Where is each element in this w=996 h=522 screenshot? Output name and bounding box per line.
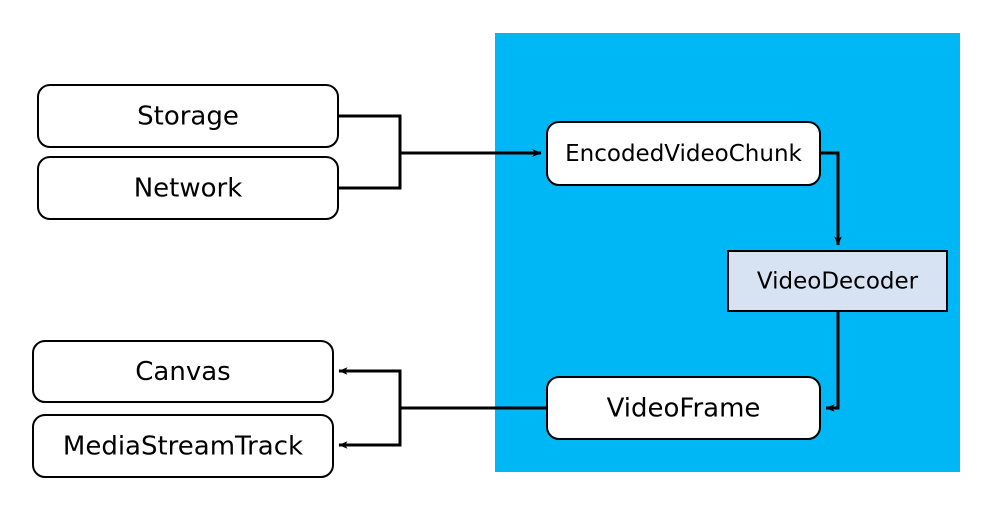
node-box-videodecoder: [727, 250, 948, 312]
node-network[interactable]: Network: [37, 156, 339, 220]
node-label-network: Network: [134, 174, 243, 204]
node-storage[interactable]: Storage: [37, 84, 339, 148]
node-videoframe[interactable]: VideoFrame: [546, 376, 821, 440]
node-box-encodedvideochunk: [546, 121, 821, 186]
edges-layer: [338, 114, 842, 449]
node-label-storage: Storage: [137, 102, 239, 132]
node-label-mediastreamtrack: MediaStreamTrack: [63, 432, 303, 462]
node-label-encodedvideochunk: EncodedVideoChunk: [565, 141, 802, 167]
edge-decoder-to-frame: [825, 311, 840, 412]
node-label-videoframe: VideoFrame: [607, 394, 761, 424]
node-encodedvideochunk[interactable]: EncodedVideoChunk: [546, 121, 821, 186]
node-box-storage: [37, 84, 339, 148]
node-canvas[interactable]: Canvas: [32, 340, 334, 403]
node-label-canvas: Canvas: [135, 357, 230, 387]
node-mediastreamtrack[interactable]: MediaStreamTrack: [32, 414, 334, 478]
edge-chunk-to-decoder: [820, 151, 842, 246]
edge-frame-to-mediastreamtrack: [338, 406, 547, 449]
node-box-canvas: [32, 340, 334, 403]
node-label-videodecoder: VideoDecoder: [757, 269, 919, 295]
edge-network-to-chunk: [338, 149, 542, 190]
node-box-network: [37, 156, 339, 220]
node-box-mediastreamtrack: [32, 414, 334, 478]
node-box-videoframe: [546, 376, 821, 440]
node-videodecoder[interactable]: VideoDecoder: [727, 250, 948, 312]
